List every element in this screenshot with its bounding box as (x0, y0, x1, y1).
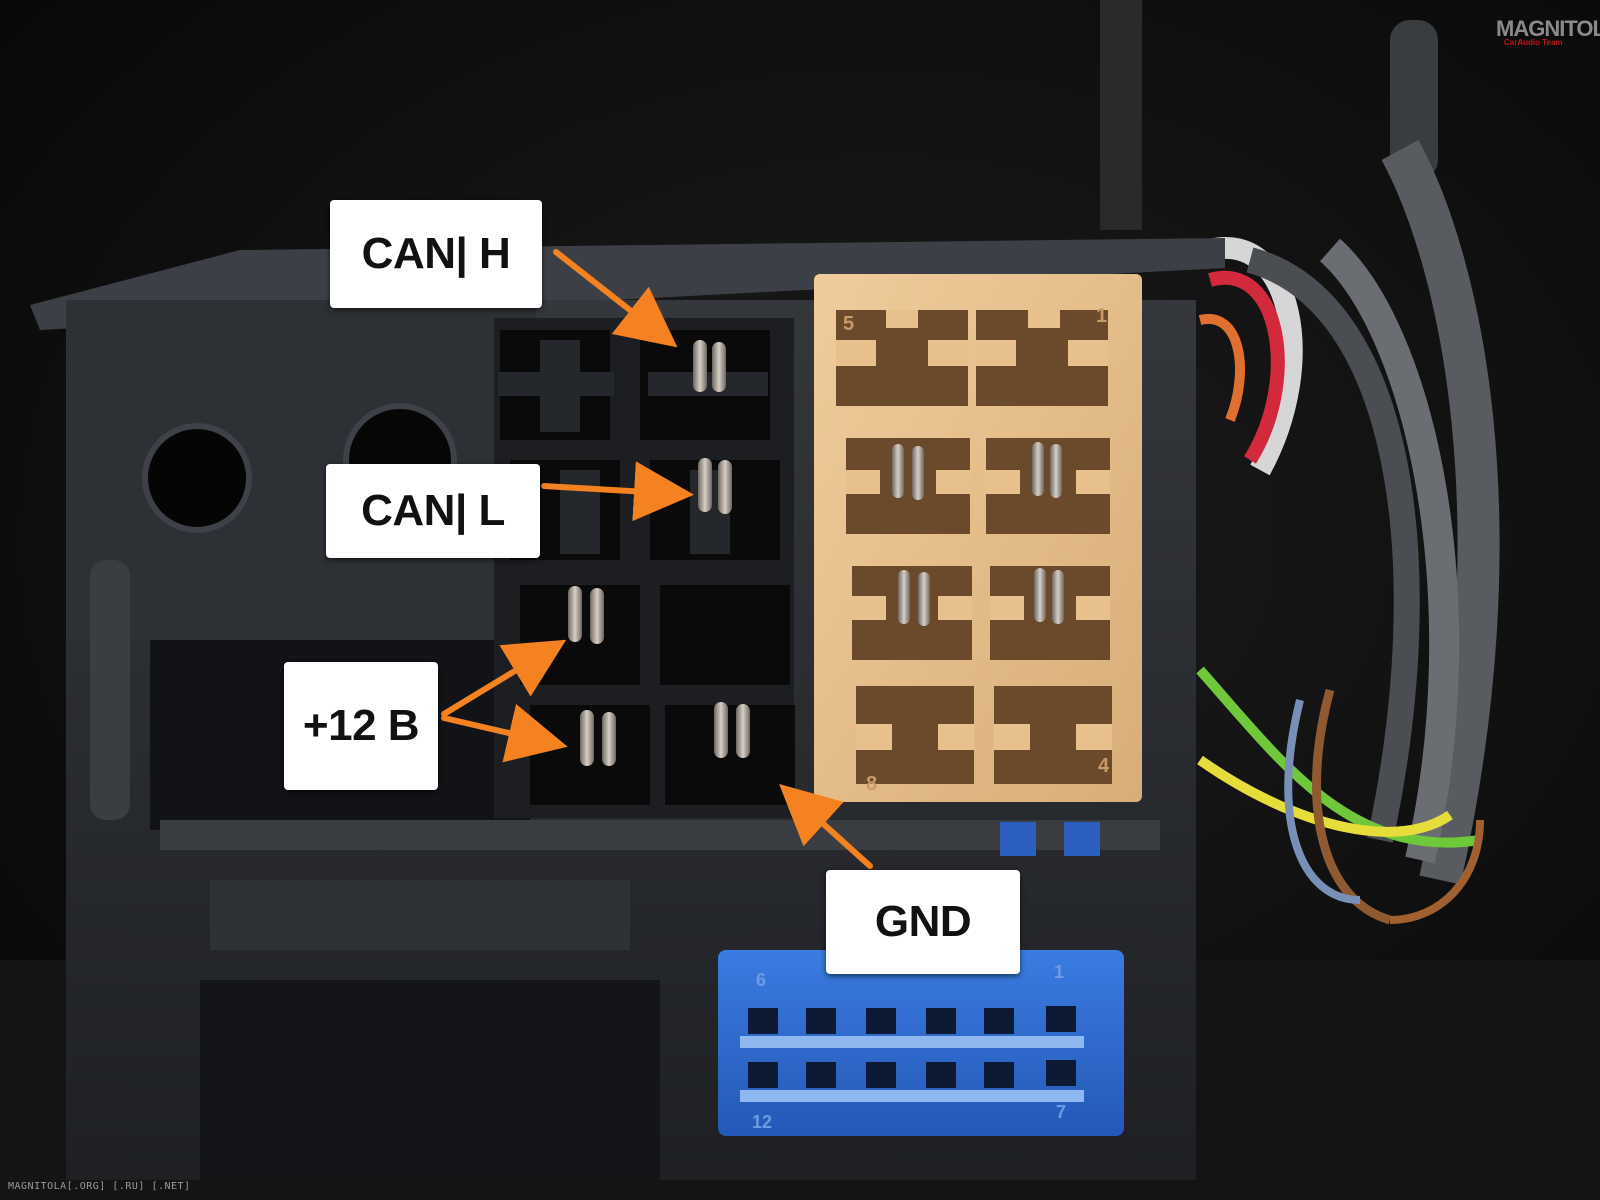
mounting-hole (142, 423, 252, 533)
arrow-can-h (553, 249, 678, 348)
pin-number-7: 7 (1056, 1102, 1066, 1122)
watermark-logo: MAGNITOLA (1496, 16, 1600, 41)
pin-number-5: 5 (843, 313, 854, 335)
blue-pin-row (748, 1006, 1076, 1088)
blue-tab (1000, 822, 1036, 856)
annotation-arrows (441, 249, 873, 869)
pin-number-8: 8 (866, 773, 877, 795)
blue-tab (1064, 822, 1100, 856)
cable-bundle (1196, 139, 1500, 925)
label-gnd: GND (826, 870, 1020, 974)
background-post (1100, 0, 1142, 230)
arrow-12v-lower (441, 703, 568, 763)
arrow-12v-upper (441, 639, 567, 717)
arrow-can-l (541, 461, 694, 522)
pin-number-6: 6 (756, 970, 766, 990)
pin-number-4: 4 (1098, 755, 1110, 777)
watermark-logo-sub: CarAudio Team (1504, 38, 1563, 47)
pin-number-12: 12 (752, 1112, 772, 1132)
pin-number-1: 1 (1054, 962, 1064, 982)
pin-number-1: 1 (1096, 305, 1107, 327)
arrow-gnd (779, 783, 873, 869)
blue-pin-insert: 6 1 12 7 (718, 950, 1124, 1136)
label-plus-12v: +12 B (284, 662, 438, 790)
pin-contact (892, 442, 1064, 626)
label-can-l: CAN| L (326, 464, 540, 558)
tan-pin-insert: 5 1 8 4 (814, 274, 1142, 802)
pin-contact (568, 340, 750, 766)
label-can-h: CAN| H (330, 200, 542, 308)
watermark-url: MAGNITOLA[.ORG] [.RU] [.NET] (8, 1181, 191, 1192)
background-post (1390, 20, 1438, 180)
